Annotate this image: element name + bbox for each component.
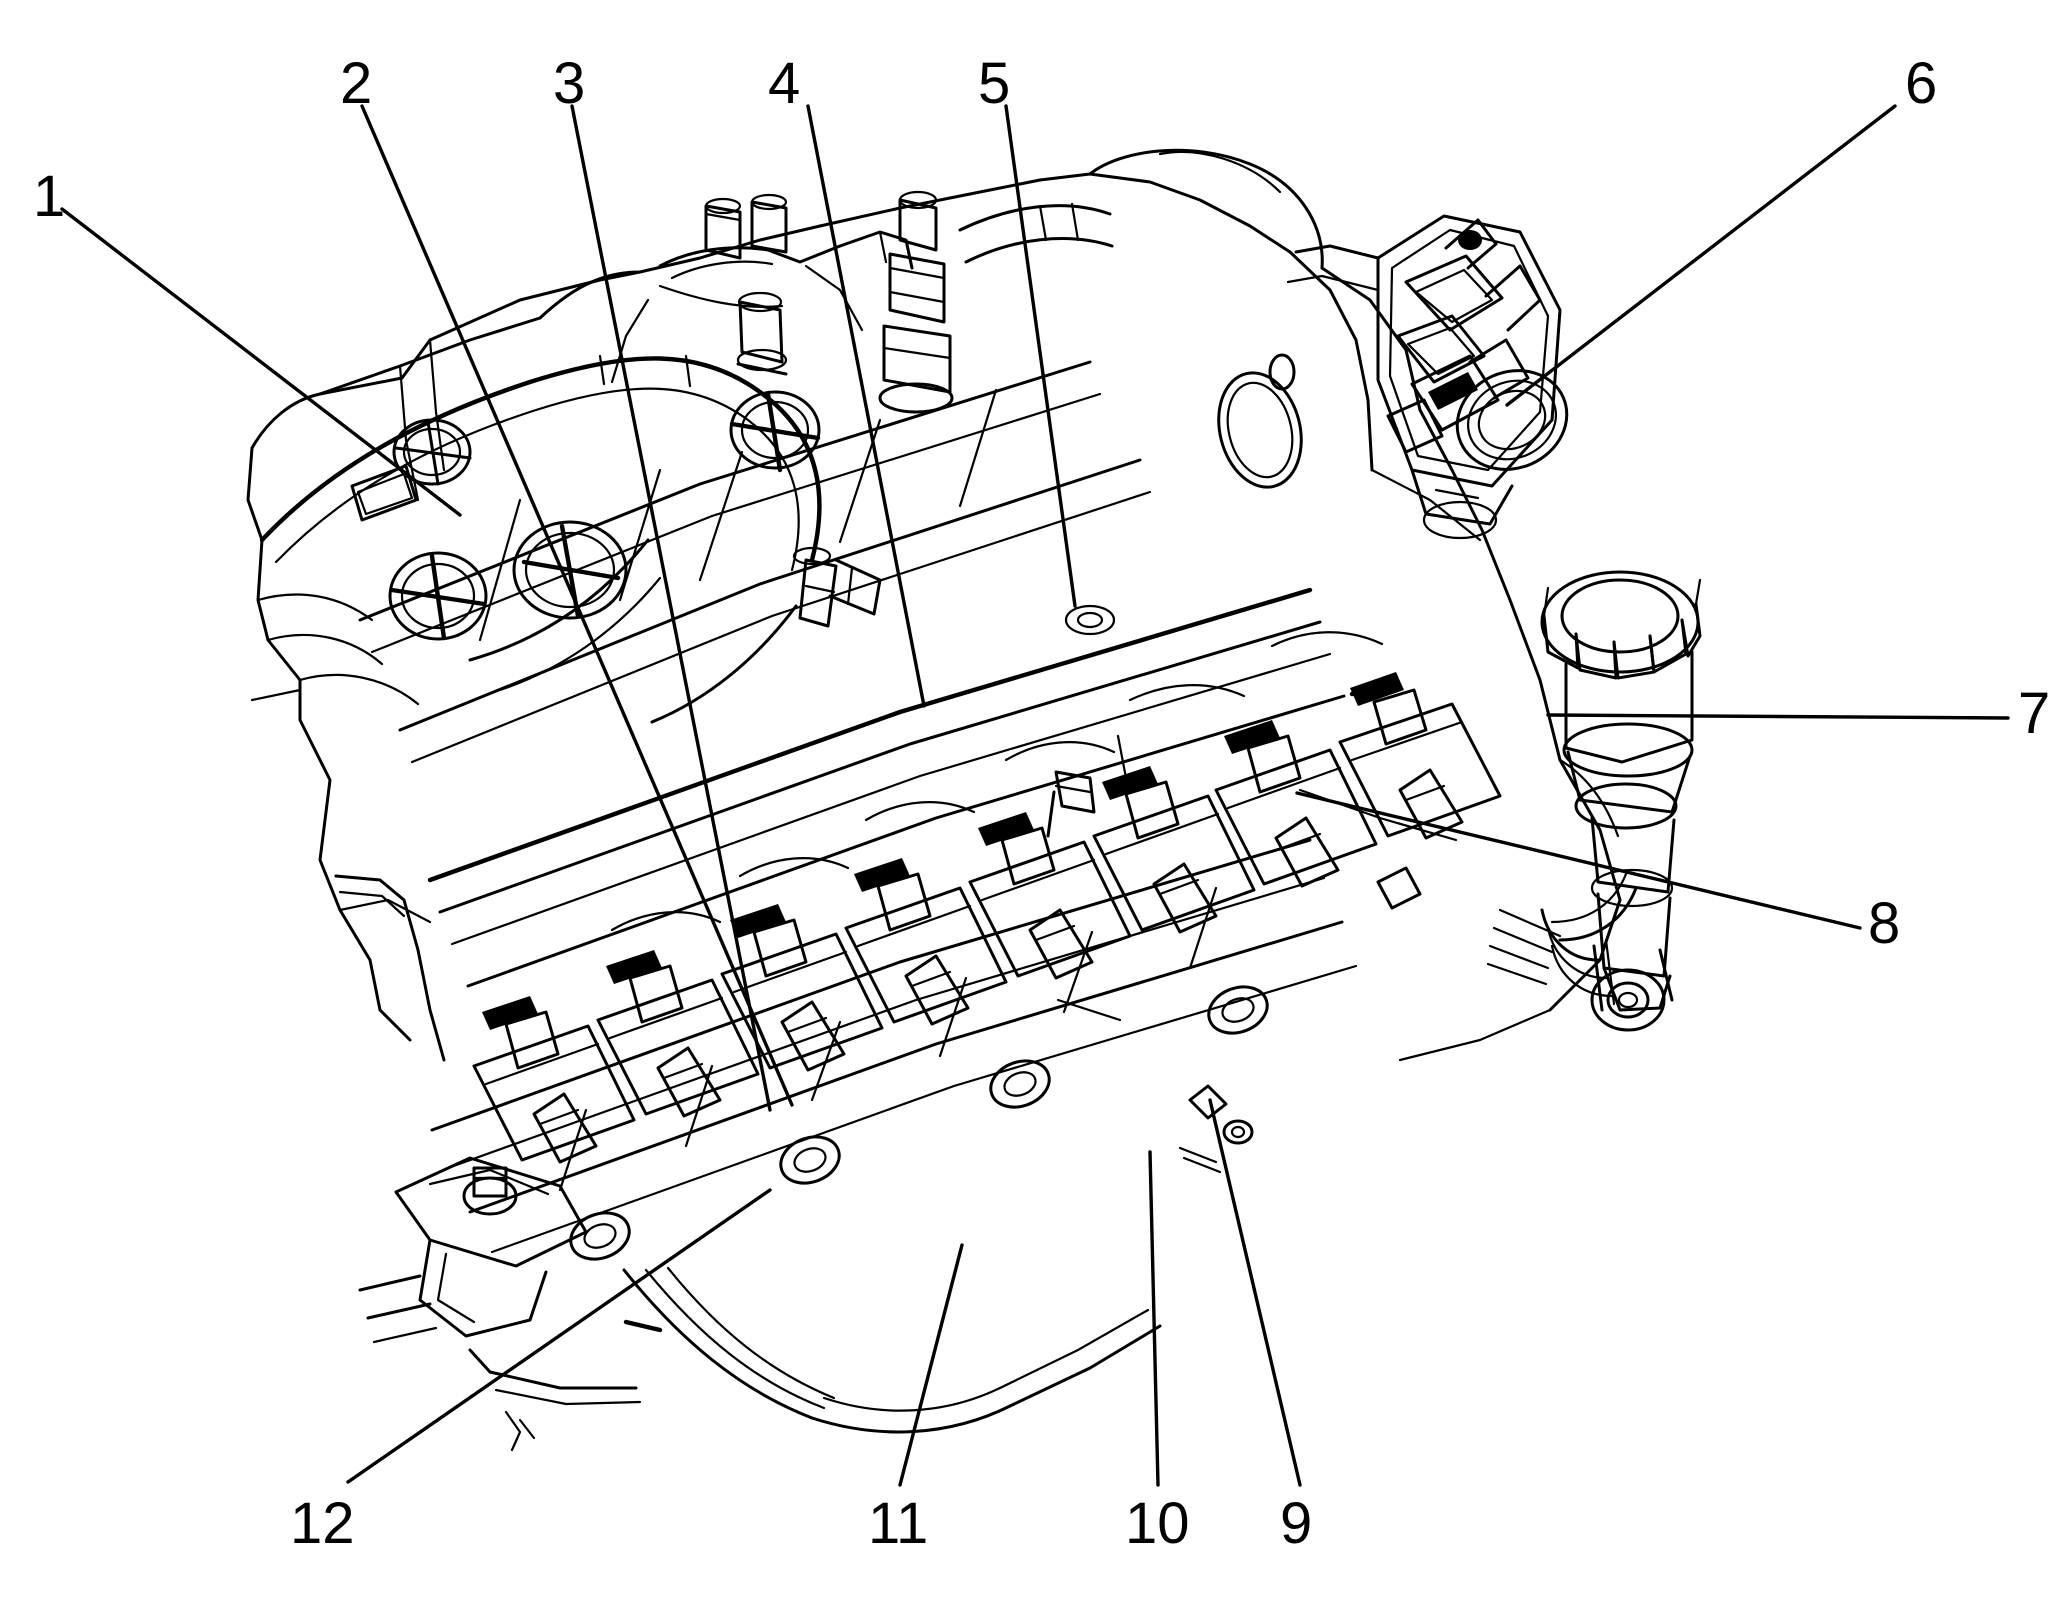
callout-label-9[interactable]: 9 [1280,1491,1313,1556]
dipstick-tube [334,874,663,1452]
ignition-coil [968,812,1132,980]
callout-label-4[interactable]: 4 [768,51,801,116]
callout-label-2[interactable]: 2 [340,51,373,116]
valley-hose [259,354,822,572]
knock-sensor [1178,1084,1254,1174]
front-pulley [622,1266,1162,1434]
manifold-sensor-cluster [610,190,1303,489]
ignition-coil [1214,720,1378,888]
leader-line-11 [898,1243,964,1487]
callout-label-3[interactable]: 3 [553,51,586,116]
ignition-coil [1092,766,1256,934]
cylinder-head-lower [430,838,1358,1261]
manifold-cap [392,418,472,486]
leader-line-7 [1546,713,2010,720]
head-bolt [569,1211,631,1261]
leader-line-1 [60,207,462,517]
wiring-harness [610,631,1458,1022]
leader-line-8 [1295,791,1862,930]
callout-label-12[interactable]: 12 [290,1491,355,1556]
rear-bracket [1486,872,1674,1032]
throttle-body [1286,214,1569,540]
leader-line-5 [1004,104,1077,608]
head-bolt [989,1059,1051,1109]
oil-fill-tube-and-cap [1540,570,1702,1012]
ignition-coil [596,950,760,1118]
leader-line-9 [1208,1098,1302,1487]
ignition-coil [472,996,636,1164]
misc-detail [1046,604,1422,910]
leader-line-6 [1505,104,1897,407]
fuel-rail [427,587,1346,988]
callout-label-5[interactable]: 5 [978,51,1011,116]
callout-label-8[interactable]: 8 [1868,891,1901,956]
leader-line-2 [360,104,794,1107]
leader-line-group [60,104,2010,1487]
callout-label-6[interactable]: 6 [1905,51,1938,116]
manifold-cap [388,551,488,641]
leader-line-12 [346,1188,772,1484]
callout-label-10[interactable]: 10 [1125,1491,1190,1556]
ignition-coil [720,904,884,1072]
callout-label-11[interactable]: 11 [868,1491,929,1556]
head-bolt [779,1135,841,1185]
ignition-coil [844,858,1008,1026]
callout-label-1[interactable]: 1 [33,164,66,229]
intake-manifold [350,360,1152,764]
engine-outline-group [246,148,1622,1062]
leader-line-3 [570,104,772,1112]
engine-mount-bracket [358,1156,588,1344]
callout-label-7[interactable]: 7 [2018,681,2051,746]
center-bracket [792,546,882,628]
ignition-coil [1338,672,1502,840]
leader-line-10 [1148,1150,1160,1487]
head-bolt [1207,985,1269,1035]
ignition-coil-pack-row [472,672,1502,1164]
leader-line-4 [806,104,926,708]
